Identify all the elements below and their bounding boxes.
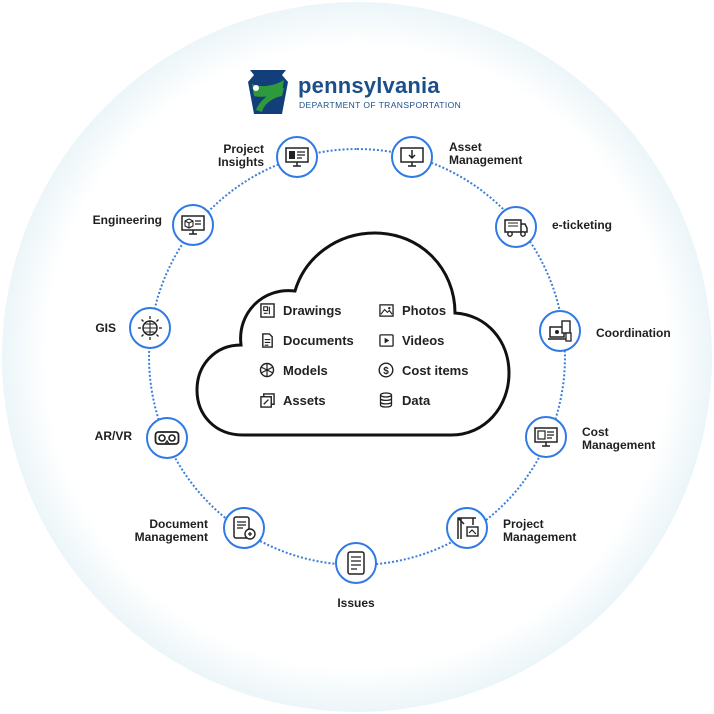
- document-icon: [259, 332, 275, 348]
- keystone-logo-icon: [248, 70, 288, 114]
- globe-icon: [138, 316, 162, 340]
- cloud-item-label: Documents: [283, 332, 354, 348]
- monitor-model-icon: [181, 215, 205, 235]
- crane-icon: [457, 517, 479, 539]
- label-project-management: Project Management: [503, 517, 577, 544]
- video-icon: [378, 332, 394, 348]
- label-project-insights: Project Insights: [217, 142, 264, 169]
- node-project-insights[interactable]: [276, 136, 318, 178]
- node-ar-vr[interactable]: [146, 417, 188, 459]
- label-engineering: Engineering: [92, 213, 162, 227]
- node-gis[interactable]: [129, 307, 171, 349]
- cloud-item-label: Data: [402, 392, 431, 408]
- cloud-item-label: Drawings: [283, 302, 342, 318]
- node-asset-management[interactable]: [391, 136, 433, 178]
- node-project-management[interactable]: [446, 507, 488, 549]
- cloud-item-data: Data: [378, 392, 430, 408]
- vr-headset-icon: [154, 431, 180, 445]
- cloud-item-label: Models: [283, 362, 328, 378]
- cloud-item-cost-items: $ Cost items: [378, 362, 468, 378]
- svg-text:$: $: [383, 366, 389, 377]
- assets-icon: [259, 392, 275, 408]
- cloud-item-label: Photos: [402, 302, 447, 318]
- cloud-item-label: Cost items: [402, 362, 469, 378]
- node-coordination[interactable]: [539, 310, 581, 352]
- node-document-management[interactable]: [223, 507, 265, 549]
- cloud-shape: [195, 231, 511, 437]
- label-asset-management: Asset Management: [449, 140, 523, 167]
- brand-name: pennsylvania: [298, 73, 440, 98]
- truck-icon: [504, 219, 528, 237]
- monitor-cost-icon: [534, 427, 558, 447]
- penndot-logo: pennsylvania DEPARTMENT OF TRANSPORTATIO…: [244, 70, 474, 115]
- label-ar-vr: AR/VR: [94, 429, 132, 443]
- monitor-dashboard-icon: [285, 147, 309, 167]
- drawing-plan-icon: [259, 302, 275, 318]
- laptop-devices-icon: [548, 320, 572, 342]
- dollar-icon: $: [378, 362, 394, 378]
- photo-icon: [378, 302, 394, 318]
- label-issues: Issues: [337, 596, 375, 610]
- cloud-item-assets: Assets: [259, 392, 326, 408]
- label-e-ticketing: e-ticketing: [552, 218, 613, 232]
- label-gis: GIS: [95, 321, 116, 335]
- node-engineering[interactable]: [172, 204, 214, 246]
- label-coordination: Coordination: [596, 326, 671, 340]
- label-document-management: Document Management: [134, 517, 208, 544]
- cloud-item-photos: Photos: [378, 302, 446, 318]
- node-cost-management[interactable]: [525, 416, 567, 458]
- cloud-item-videos: Videos: [378, 332, 444, 348]
- cloud-item-drawings: Drawings: [259, 302, 342, 318]
- cloud-item-models: Models: [259, 362, 328, 378]
- database-icon: [378, 392, 394, 408]
- cloud-item-label: Assets: [283, 392, 326, 408]
- node-e-ticketing[interactable]: [495, 206, 537, 248]
- monitor-download-icon: [400, 147, 424, 167]
- cloud-item-documents: Documents: [259, 332, 354, 348]
- tablet-checklist-icon: [347, 551, 365, 575]
- model-network-icon: [259, 362, 275, 378]
- cloud-item-label: Videos: [402, 332, 445, 348]
- tablet-document-icon: [233, 516, 256, 540]
- brand-subtitle: DEPARTMENT OF TRANSPORTATION: [299, 100, 462, 110]
- node-issues[interactable]: [335, 542, 377, 584]
- label-cost-management: Cost Management: [582, 425, 656, 452]
